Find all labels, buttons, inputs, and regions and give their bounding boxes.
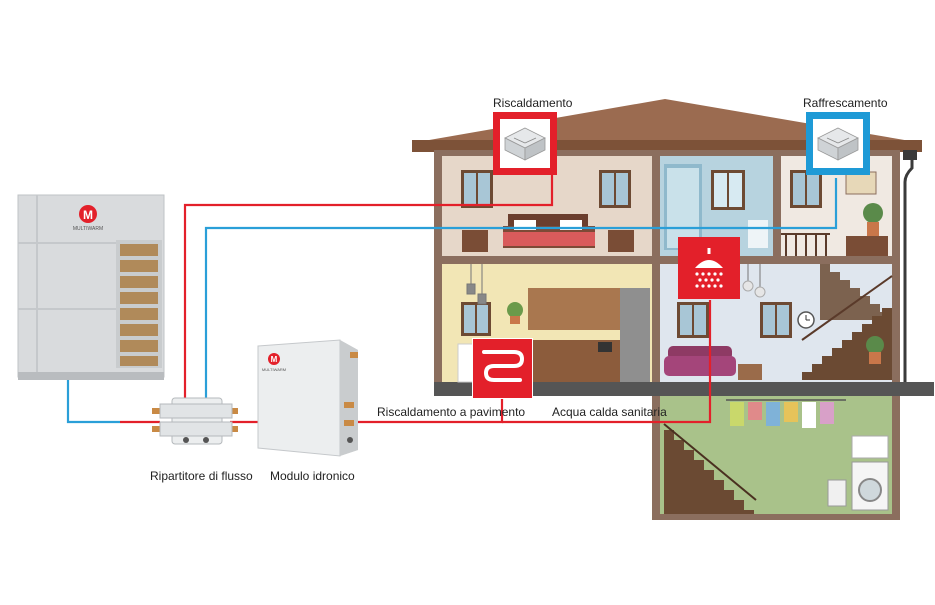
hanging-lamps — [742, 264, 766, 298]
sofa — [664, 346, 736, 376]
shower-icon — [695, 248, 723, 288]
label-heating: Riscaldamento — [493, 96, 573, 110]
cassette-unit-icon — [504, 127, 546, 161]
svg-text:M: M — [83, 208, 93, 222]
cooling-badge — [806, 112, 870, 175]
shower-cabin — [664, 164, 702, 250]
hot-water-badge — [678, 237, 740, 299]
heating-badge — [493, 112, 557, 175]
pipe-cold-to-cooling — [204, 178, 838, 400]
flow-divider — [152, 397, 238, 445]
label-cooling: Raffrescamento — [803, 96, 888, 110]
outdoor-unit: M MULTIWARM — [17, 194, 165, 380]
living-window-right — [760, 302, 792, 338]
hydronic-module: M MULTIWARM — [257, 339, 358, 457]
upper-railing — [781, 233, 830, 256]
label-flow-divider: Ripartitore di flusso — [150, 469, 253, 483]
laundry-basket — [827, 479, 847, 507]
label-hydronic-module: Modulo idronico — [270, 469, 355, 483]
kitchen-plant — [507, 302, 523, 324]
nightstand-right — [608, 230, 634, 252]
basement-shelf — [851, 435, 889, 459]
sink — [748, 220, 768, 248]
outdoor-unit-logo-text: MULTIWARM — [73, 226, 103, 232]
washing-machine — [851, 461, 889, 511]
label-hot-water: Acqua calda sanitaria — [552, 405, 667, 419]
floor-heating-badge — [472, 338, 533, 399]
coffee-table — [738, 364, 762, 380]
pipe-hot-to-heating — [183, 175, 554, 400]
pendant-lamps — [466, 264, 487, 305]
upper-window — [790, 170, 822, 208]
potted-plant-living — [866, 336, 884, 364]
wall-clock — [797, 311, 815, 329]
basement-staircase — [663, 423, 757, 514]
nightstand-left — [462, 230, 488, 252]
label-floor-heating: Riscaldamento a pavimento — [377, 405, 526, 419]
bedroom-window-right — [599, 170, 631, 208]
bed — [503, 214, 595, 248]
pipe-cold-outdoor — [66, 380, 120, 424]
dining-chair — [457, 343, 475, 383]
picture-frame — [845, 171, 877, 195]
svg-text:M: M — [271, 355, 278, 364]
laundry-line — [726, 399, 846, 428]
hydronic-module-logo-text: MULTIWARM — [262, 367, 286, 372]
floor-heating-coil-icon — [482, 350, 525, 382]
cassette-unit-icon — [817, 127, 859, 161]
pipe-hot-water — [502, 300, 712, 424]
living-window-left — [677, 302, 709, 338]
house — [412, 99, 934, 520]
kitchen-cabinets — [528, 288, 650, 382]
bedroom-window-left — [461, 170, 493, 208]
side-cabinet — [846, 236, 888, 256]
kitchen-window — [461, 302, 491, 336]
ground-slab — [434, 382, 934, 396]
outdoor-unit-grille — [120, 244, 158, 366]
outdoor-unit-logo-mark: M — [79, 205, 97, 223]
bathroom-window — [711, 170, 745, 210]
downpipe — [903, 160, 914, 383]
potted-plant-upper — [863, 203, 883, 236]
